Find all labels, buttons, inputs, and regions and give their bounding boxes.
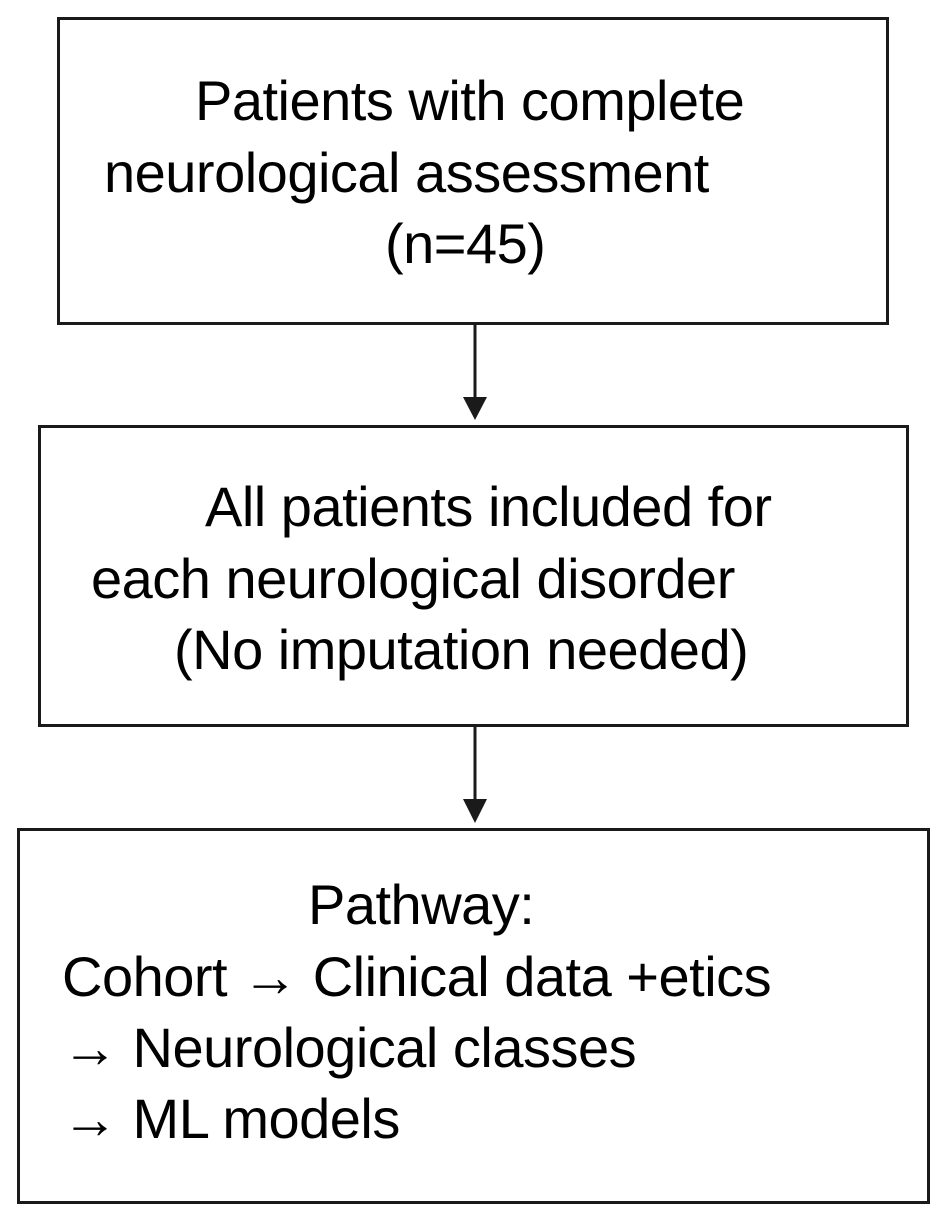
box-pathway-title: Pathway: — [308, 873, 535, 936]
arrow-down-2 — [463, 727, 487, 823]
flow-box-cohort: Patients with complete neurological asse… — [57, 17, 889, 325]
arrow-down-1 — [463, 325, 487, 420]
flow-box-inclusion: All patients included for each neurologi… — [38, 425, 909, 727]
box-cohort-line-3: (n=45) — [385, 212, 546, 275]
box-inclusion-line-2: each neurological disorder — [91, 547, 735, 610]
box-pathway-line-2: → Neurological classes — [62, 1016, 637, 1079]
box-inclusion-line-1: All patients included for — [205, 475, 772, 538]
box-pathway-line-1: Cohort → Clinical data +etics — [62, 945, 772, 1008]
flow-box-pathway: Pathway: Cohort → Clinical data +etics →… — [17, 828, 930, 1204]
box-pathway-line-3: → ML models — [62, 1087, 400, 1150]
box-inclusion-line-3: (No imputation needed) — [174, 618, 749, 681]
box-cohort-line-2: neurological assessment — [104, 141, 709, 204]
box-cohort-line-1: Patients with complete — [195, 69, 745, 132]
